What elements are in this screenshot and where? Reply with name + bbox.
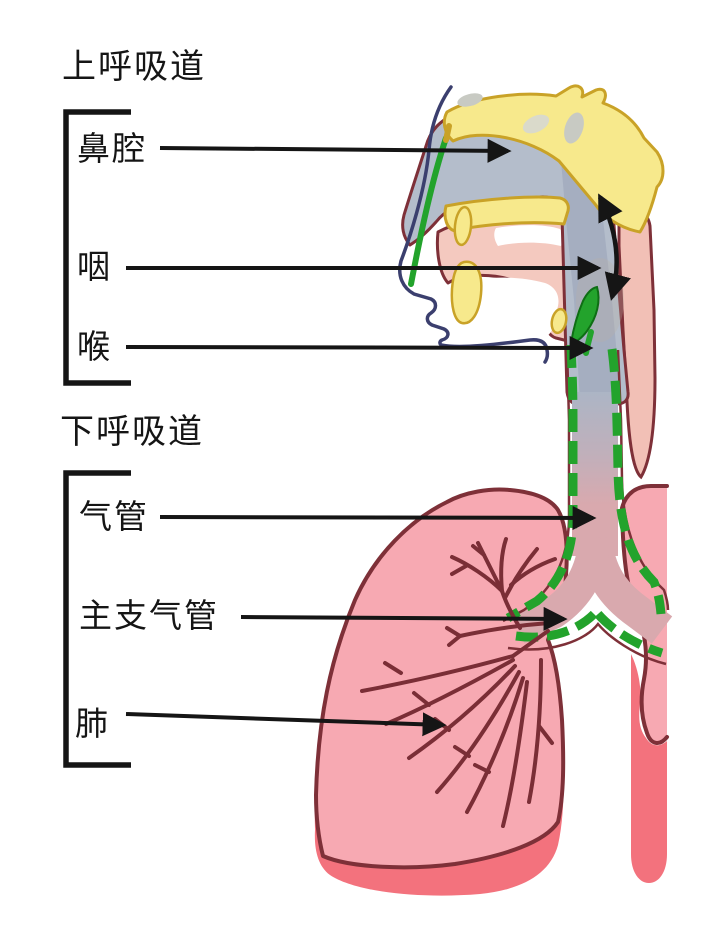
lung-pointer-line (125, 712, 447, 737)
hyoid-bone (550, 307, 568, 335)
upper-tooth (453, 205, 473, 247)
label-trachea: 气管 (79, 497, 149, 536)
trachea-pointer-line (159, 505, 597, 530)
lower-tract-title: 下呼吸道 (60, 412, 204, 452)
nasal-strip-gold-tip (443, 123, 452, 143)
carina-wall (507, 621, 667, 666)
upper-tract-bracket (63, 109, 131, 386)
main-bronchus-pointer-line (240, 606, 568, 631)
cartilage-rings-right (607, 348, 666, 615)
bronchial-tree (360, 537, 557, 828)
hard-palate-bone (443, 195, 570, 233)
face-profile-outline (398, 85, 550, 364)
oral-cavity-space (494, 225, 564, 246)
cartilage-rings-carina-right (594, 610, 664, 658)
left-lung (314, 487, 569, 870)
lower-tract-bracket (63, 470, 131, 768)
larynx-pointer-line (125, 335, 594, 360)
sinus-shade-1 (457, 93, 483, 107)
annotation-lines (63, 109, 602, 768)
label-pharynx: 咽 (77, 247, 112, 286)
label-larynx: 喉 (77, 327, 112, 366)
upper-tract-title: 上呼吸道 (62, 47, 206, 87)
nasal-cavity-pointer-line (159, 138, 512, 163)
sinus-shade-2 (564, 112, 584, 144)
head-sagittal-section (398, 84, 665, 480)
label-nasal-cavity: 鼻腔 (77, 129, 147, 168)
sinus-shade-3 (522, 114, 550, 134)
lower-tooth-jaw (450, 260, 483, 325)
airflow-direction-arrow (597, 193, 631, 301)
larynx-gray-fade (572, 392, 618, 504)
label-lung: 肺 (75, 704, 110, 743)
label-main-bronchus: 主支气管 (79, 596, 219, 635)
right-lung-shadow (631, 654, 667, 883)
cartilage-rings-carina-left (515, 610, 598, 642)
